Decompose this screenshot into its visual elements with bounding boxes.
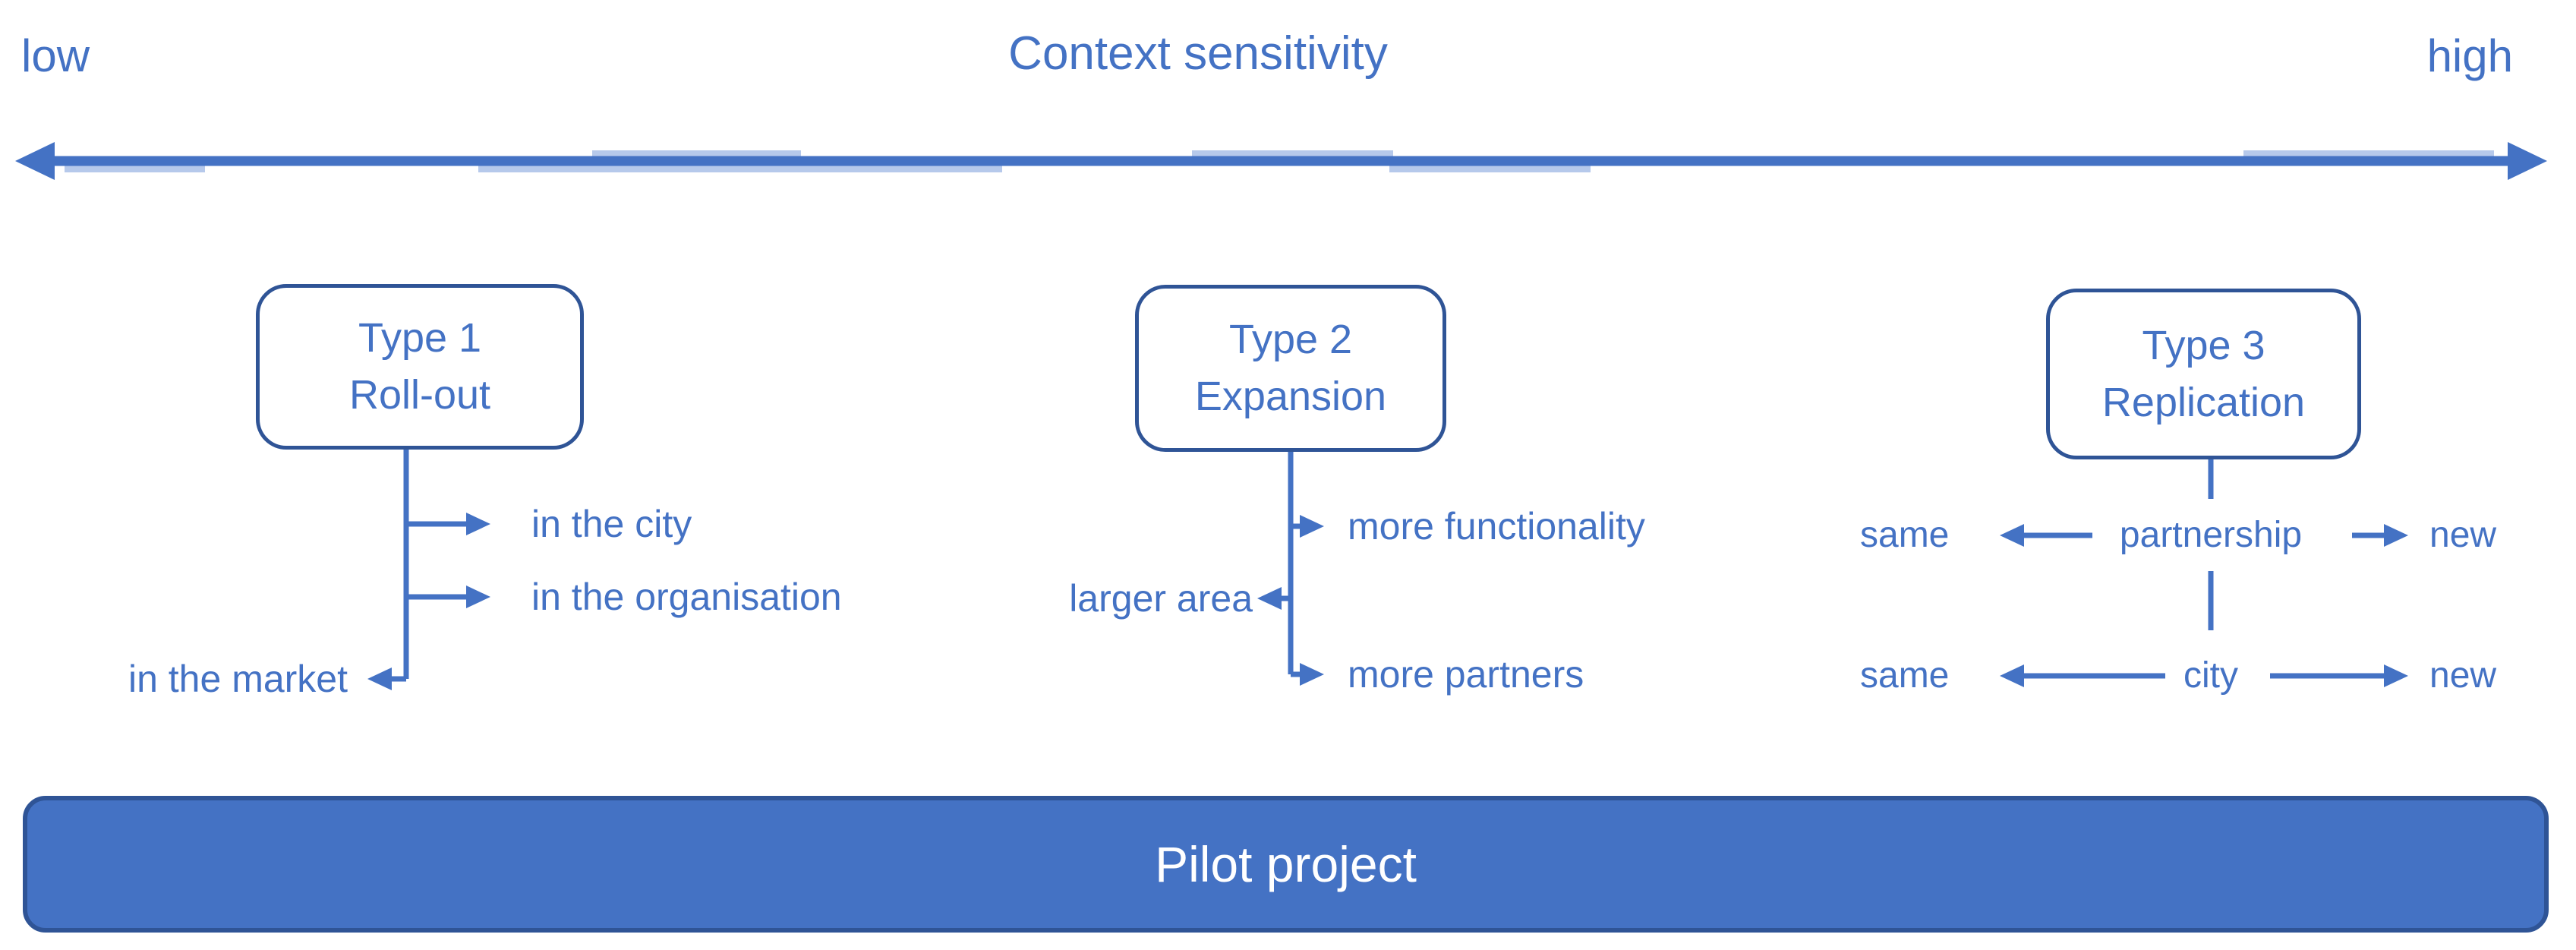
axis-high-label: high bbox=[2426, 30, 2513, 81]
axis-low-label: low bbox=[21, 30, 90, 81]
type3-connectors bbox=[2000, 459, 2408, 687]
context-axis-arrow bbox=[15, 142, 2547, 180]
type1-branch-city-label: in the city bbox=[531, 503, 692, 545]
axis-left-arrowhead-icon bbox=[15, 142, 55, 180]
type1-branch-market-label: in the market bbox=[128, 658, 348, 700]
type1-connectors bbox=[367, 450, 490, 690]
type3-row1-new-label: new bbox=[2429, 515, 2497, 555]
type3-row2-same-label: same bbox=[1860, 655, 1950, 696]
type1-title-line2: Roll-out bbox=[348, 372, 491, 418]
type3-title-line1: Type 3 bbox=[2142, 322, 2265, 368]
type2-title-line1: Type 2 bbox=[1228, 317, 1353, 363]
type3-box: Type 3 Replication bbox=[2046, 289, 2361, 459]
pilot-project-label: Pilot project bbox=[1155, 836, 1417, 892]
type2-connectors bbox=[1257, 452, 1324, 686]
type3-row2-city-label: city bbox=[2183, 655, 2238, 696]
type3-row1-same-label: same bbox=[1860, 515, 1950, 555]
axis-title: Context sensitivity bbox=[1008, 27, 1388, 80]
type2-branch-functionality-label: more functionality bbox=[1348, 505, 1645, 548]
type3-row1-partnership-label: partnership bbox=[2119, 515, 2303, 555]
type3-title-line2: Replication bbox=[2101, 379, 2306, 425]
type3-row2-new-label: new bbox=[2429, 655, 2497, 696]
type2-box: Type 2 Expansion bbox=[1135, 285, 1446, 452]
type1-box: Type 1 Roll-out bbox=[256, 284, 584, 450]
pilot-project-bar: Pilot project bbox=[23, 796, 2549, 933]
type1-branch-organisation-label: in the organisation bbox=[531, 576, 842, 618]
type2-title-line2: Expansion bbox=[1194, 374, 1387, 419]
type1-title-line1: Type 1 bbox=[358, 315, 482, 361]
axis-right-arrowhead-icon bbox=[2508, 142, 2547, 180]
type2-branch-area-label: larger area bbox=[1069, 577, 1253, 620]
type2-branch-partners-label: more partners bbox=[1348, 653, 1584, 696]
